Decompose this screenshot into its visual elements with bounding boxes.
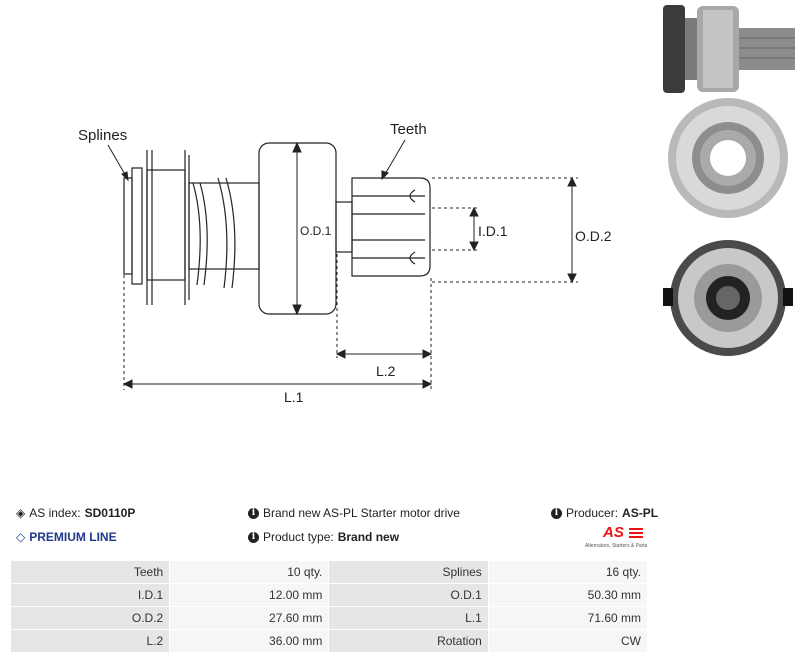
spec-value: 36.00 mm xyxy=(169,629,330,653)
producer: i Producer: AS-PL xyxy=(551,506,658,520)
as-index-label: AS index: xyxy=(29,506,81,520)
spec-value: 10 qty. xyxy=(169,560,330,584)
product-type: i Product type: Brand new xyxy=(248,530,399,544)
producer-value: AS-PL xyxy=(622,506,659,520)
spec-value: 12.00 mm xyxy=(169,583,330,607)
od2-label: O.D.2 xyxy=(575,228,612,244)
logo-tagline: Alternators, Starters & Parts xyxy=(585,543,648,549)
spec-label: Splines xyxy=(328,560,489,584)
info-icon: i xyxy=(248,531,259,543)
product-type-label: Product type: xyxy=(263,530,334,544)
pinion xyxy=(351,177,431,277)
spec-label: Rotation xyxy=(328,629,489,653)
spec-label: L.2 xyxy=(9,629,171,653)
tag-icon: ◈ xyxy=(16,506,26,520)
description-text: Brand new AS-PL Starter motor drive xyxy=(263,506,460,520)
spec-label: O.D.1 xyxy=(328,583,489,607)
id1-label: I.D.1 xyxy=(478,223,508,239)
spec-value: 50.30 mm xyxy=(487,583,649,607)
diamond-icon: ◇ xyxy=(16,530,26,544)
product-photo-side xyxy=(663,5,795,93)
l2-label: L.2 xyxy=(376,363,396,379)
spec-label: Teeth xyxy=(9,560,171,584)
as-index: ◈ AS index: SD0110P xyxy=(16,506,135,520)
splines-label: Splines xyxy=(78,127,127,144)
product-photos xyxy=(663,5,795,356)
info-icon: i xyxy=(248,507,259,519)
product-photo-back xyxy=(663,240,793,356)
shaft xyxy=(335,201,353,253)
product-photo-front xyxy=(668,98,788,218)
spec-label: I.D.1 xyxy=(9,583,171,607)
logo-stripes-icon xyxy=(629,528,643,540)
l1-label: L.1 xyxy=(284,389,304,405)
premium-line: ◇ PREMIUM LINE xyxy=(16,530,117,544)
teeth-label: Teeth xyxy=(390,121,427,138)
info-icon: i xyxy=(551,507,562,519)
od1-label: O.D.1 xyxy=(300,224,332,238)
premium-line-label: PREMIUM LINE xyxy=(29,530,117,544)
spline-hub xyxy=(131,167,143,285)
logo-mark: AS xyxy=(603,524,624,541)
spec-label: L.1 xyxy=(328,606,489,630)
spec-value: 27.60 mm xyxy=(169,606,330,630)
spec-value: CW xyxy=(487,629,649,653)
asp-logo: AS Alternators, Starters & Parts xyxy=(585,522,647,552)
spec-value: 16 qty. xyxy=(487,560,649,584)
producer-label: Producer: xyxy=(566,506,619,520)
technical-drawing: Splines Teeth O.D.1 I.D.1 O.D.2 L.2 L.1 xyxy=(78,121,612,405)
spec-label: O.D.2 xyxy=(9,606,171,630)
spec-value: 71.60 mm xyxy=(487,606,649,630)
product-type-value: Brand new xyxy=(337,530,400,544)
as-index-value: SD0110P xyxy=(84,506,136,520)
description: i Brand new AS-PL Starter motor drive xyxy=(248,506,460,520)
spline-ring xyxy=(123,177,133,275)
